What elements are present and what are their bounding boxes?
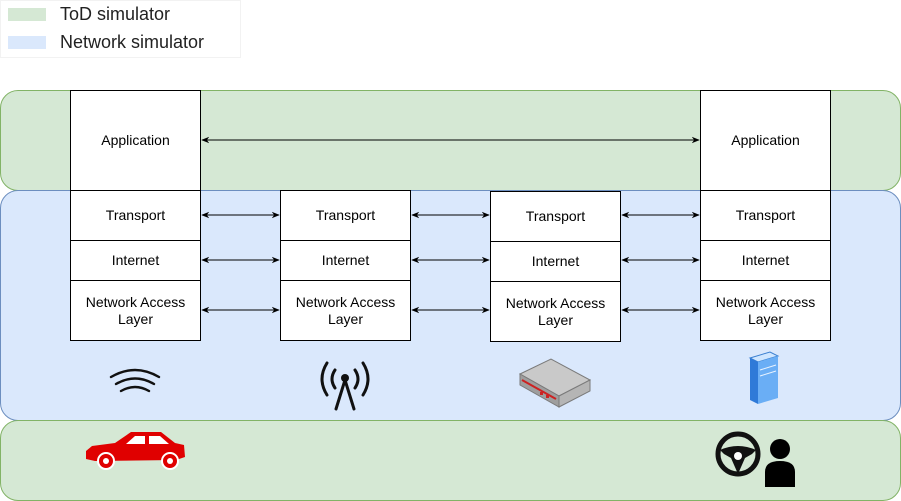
steering-wheel-icon <box>715 431 761 477</box>
antenna-tower-icon-hub <box>341 374 349 382</box>
server-icon <box>748 351 780 404</box>
operator-internet-layer: Internet <box>700 240 831 281</box>
operator-transport-layer: Transport <box>700 190 831 241</box>
basestation-network-access-layer: Network Access Layer <box>280 280 411 341</box>
vehicle-transport-layer: Transport <box>70 190 201 241</box>
vehicle-application-layer: Application <box>70 90 201 191</box>
wifi-icon <box>109 368 161 393</box>
vehicle-internet-layer: Internet <box>70 240 201 281</box>
antenna-tower-icon <box>320 361 370 411</box>
router-icon <box>518 358 592 408</box>
car-icon <box>86 432 185 470</box>
operator-network-access-layer: Network Access Layer <box>700 280 831 341</box>
operator-application-layer: Application <box>700 90 831 191</box>
router-transport-layer: Transport <box>490 191 621 242</box>
legend-label-tod: ToD simulator <box>60 4 171 24</box>
legend-swatch-tod <box>8 8 46 21</box>
basestation-internet-layer: Internet <box>280 240 411 281</box>
legend-label-network: Network simulator <box>60 32 205 52</box>
legend-swatch-network <box>8 36 46 49</box>
operator-person-icon <box>765 439 795 487</box>
router-network-access-layer: Network Access Layer <box>490 281 621 342</box>
vehicle-network-access-layer: Network Access Layer <box>70 280 201 341</box>
